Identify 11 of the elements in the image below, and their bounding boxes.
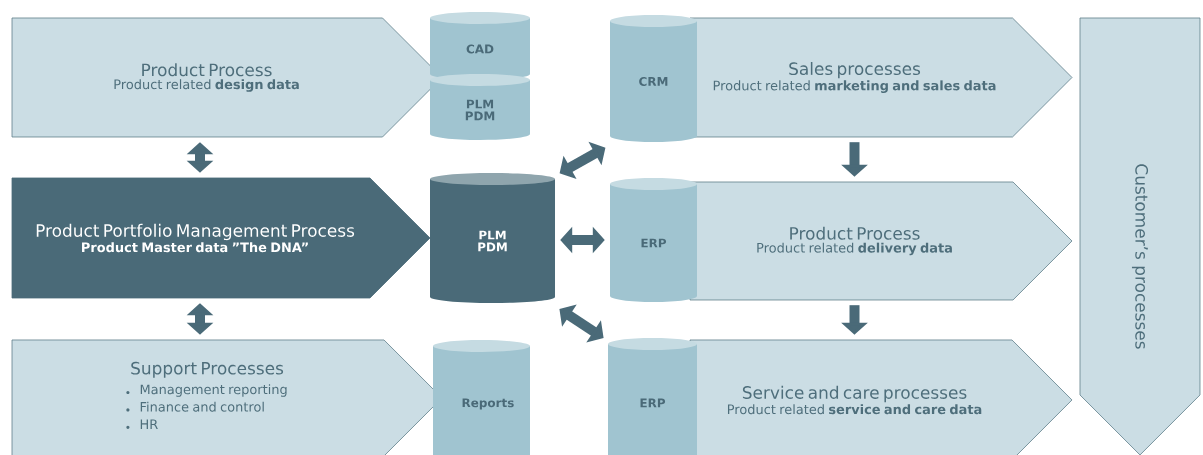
- database-cylinder: ERP: [610, 178, 697, 302]
- database-cylinder: CAD: [430, 12, 530, 80]
- block-arrow: [560, 226, 605, 254]
- database-cylinder: PLM PDM: [430, 74, 530, 140]
- database-cylinder: PLM PDM: [430, 173, 555, 303]
- database-cylinder: Reports: [433, 340, 530, 455]
- block-arrow: [559, 141, 606, 180]
- database-cylinder: ERP: [608, 338, 697, 455]
- block-arrow: [186, 303, 214, 335]
- block-arrow: [186, 142, 214, 173]
- database-cylinder: CRM: [610, 15, 697, 142]
